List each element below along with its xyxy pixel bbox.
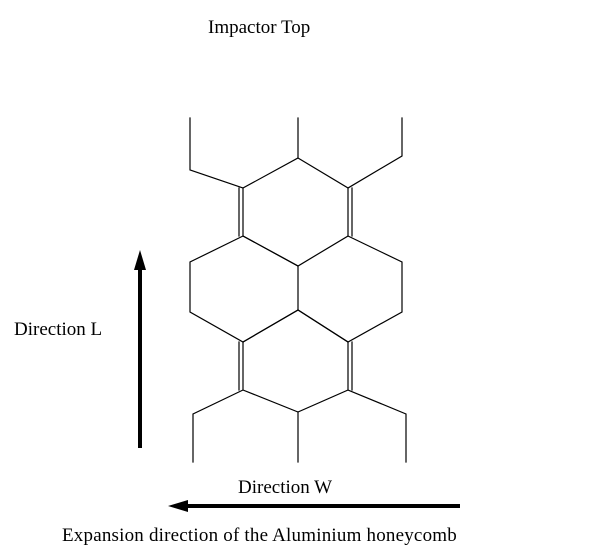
impactor-top-label: Impactor Top xyxy=(208,17,311,38)
direction-w-arrow xyxy=(168,500,460,512)
direction-l-label: Direction L xyxy=(14,319,103,340)
upper-hexagon xyxy=(242,157,349,267)
middle-left-hexagon xyxy=(189,235,299,343)
expansion-direction-caption: Expansion direction of the Aluminium hon… xyxy=(62,525,457,546)
cell-wall-bottom-right xyxy=(347,389,407,463)
cell-wall-top-left xyxy=(189,117,244,189)
cell-wall-bottom-left xyxy=(192,389,244,463)
middle-right-hexagon xyxy=(297,235,403,343)
direction-l-arrow xyxy=(134,250,146,448)
lower-hexagon xyxy=(242,309,349,413)
cell-wall-top-right xyxy=(347,117,403,189)
direction-w-label: Direction W xyxy=(238,477,333,498)
